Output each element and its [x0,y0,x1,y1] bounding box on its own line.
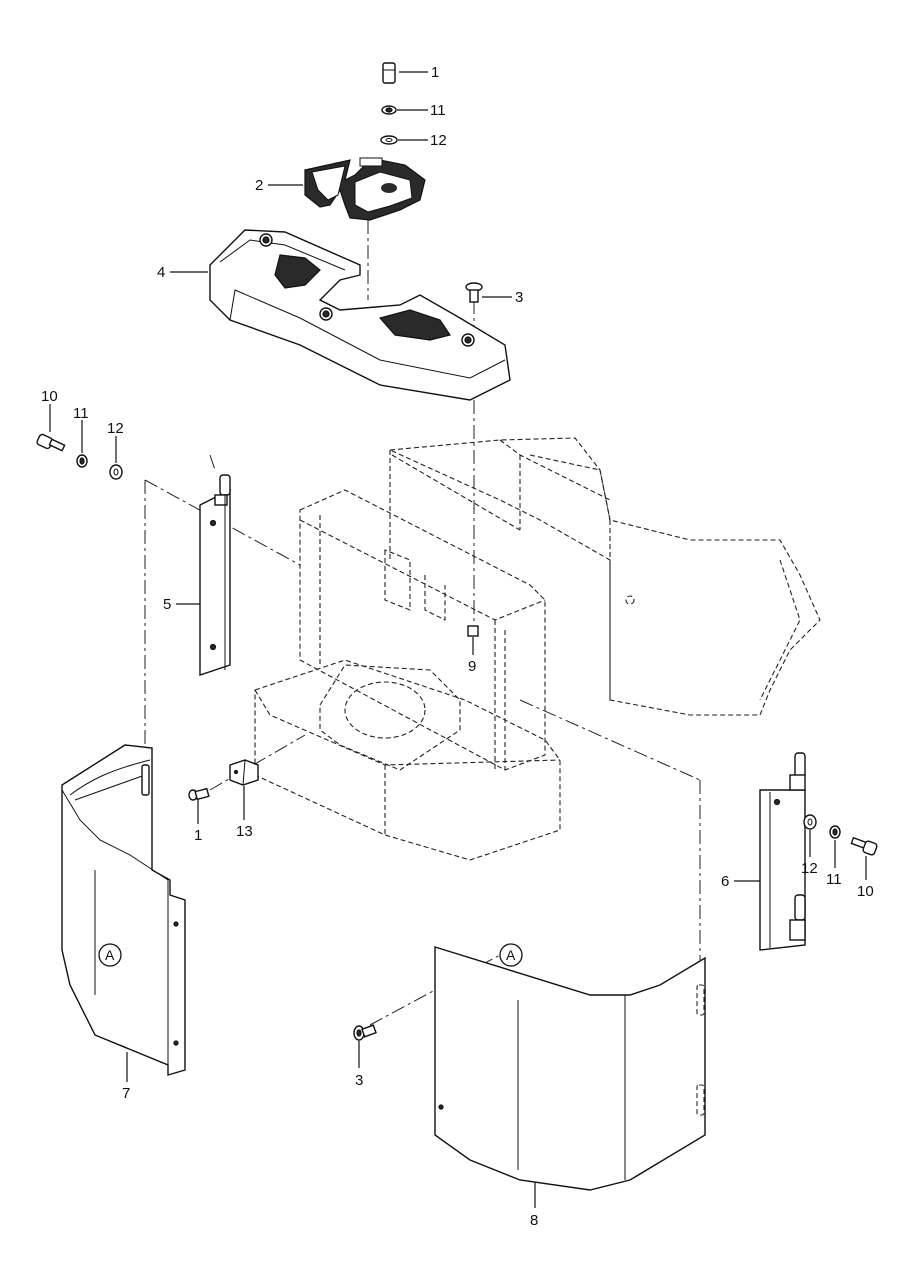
callout-12-right: 12 [801,860,818,877]
callout-2: 2 [255,177,263,194]
frame-hidden-lines [254,437,821,861]
screw-3-bottom-icon [353,1024,377,1041]
callout-3-bottom: 3 [355,1072,363,1089]
callout-10-right: 10 [857,883,874,900]
callout-labels: 1 11 12 2 4 3 10 11 12 5 9 1 13 6 12 11 … [41,64,874,1229]
callout-3-top: 3 [515,289,523,306]
reference-marker-right: A [499,943,523,967]
callout-11-left: 11 [73,405,89,422]
callout-6: 6 [721,873,729,890]
callout-1-top: 1 [431,64,439,81]
callout-11-top: 11 [430,102,446,119]
hinge-plate-part-5 [199,474,231,676]
screw-top-icon [382,62,396,84]
washer-11-top-icon [381,105,397,115]
front-panel-part-8 [434,946,706,1191]
callout-12-top: 12 [430,132,447,149]
hinge-plate-part-6 [759,752,806,951]
callout-13: 13 [236,823,253,840]
reference-marker-left: A [98,943,122,967]
washer-11-left-icon [76,454,88,468]
callout-8: 8 [530,1212,538,1229]
callout-7: 7 [122,1085,130,1102]
callout-11-right: 11 [826,871,842,888]
nut-part-9-icon [467,625,479,637]
reference-marker-left-label: A [105,947,115,963]
callout-5: 5 [163,596,171,613]
bolt-10-left-icon [36,433,66,452]
callout-10-left: 10 [41,388,58,405]
reference-marker-right-label: A [506,947,516,963]
callout-1-mid: 1 [194,827,202,844]
screw-3-top-icon [465,282,483,303]
washer-12-left-icon [109,464,123,480]
screw-1-mid-icon [188,787,210,801]
washer-12-right-icon [803,814,817,830]
side-panel-part-7 [61,744,186,1076]
callout-12-left: 12 [107,420,124,437]
top-bracket-part-2 [304,157,426,221]
bolt-10-right-icon [850,836,878,856]
callout-9: 9 [468,658,476,675]
block-part-13 [229,759,259,786]
washer-11-right-icon [829,825,841,839]
leader-lines [49,71,867,1208]
callout-4: 4 [157,264,165,281]
top-cover-part-4 [209,229,511,401]
washer-12-top-icon [380,135,398,145]
